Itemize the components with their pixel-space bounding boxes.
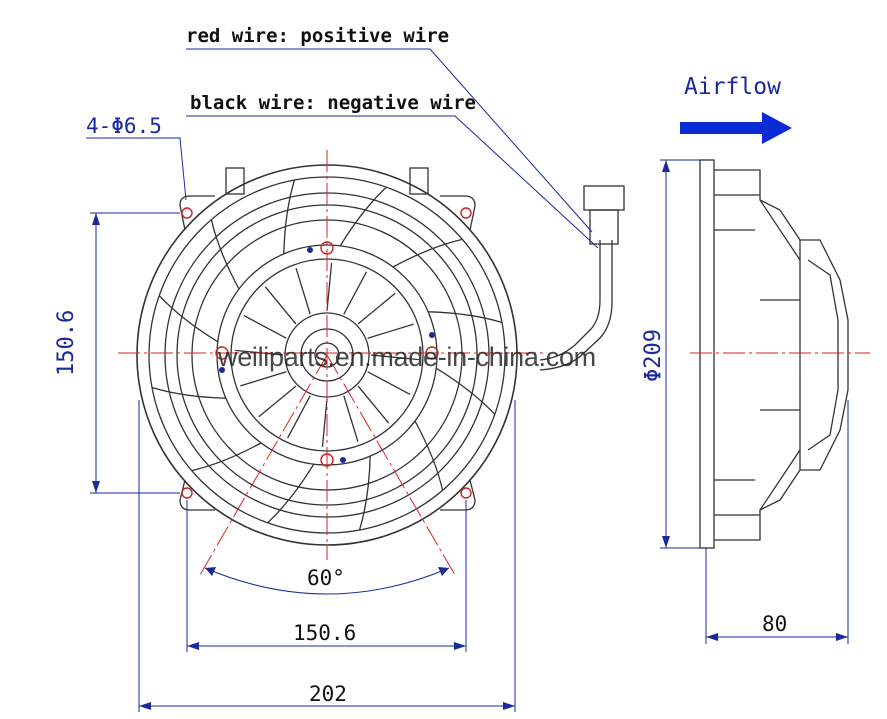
motor-fin xyxy=(321,398,328,447)
motor-fin xyxy=(367,371,411,395)
side-motor xyxy=(800,239,849,471)
angle-label: 60° xyxy=(307,566,345,590)
shroud-spoke xyxy=(210,219,240,290)
motor-screw-2 xyxy=(219,367,225,373)
motor-fin xyxy=(357,385,390,424)
motor-fin xyxy=(357,292,396,325)
motor-fin xyxy=(287,395,311,439)
mount-ear-tl xyxy=(179,195,215,231)
housing-tab-top-left xyxy=(225,167,245,195)
angle-line-right xyxy=(326,354,456,576)
airflow-arrow-icon xyxy=(680,112,792,144)
motor-fin xyxy=(367,323,414,339)
mount-hole-bl xyxy=(181,487,193,499)
motor-fin xyxy=(258,385,297,418)
motor-screw-1 xyxy=(307,247,313,253)
side-housing-frame xyxy=(699,159,715,549)
vertical-dim-label: 150.6 xyxy=(54,309,79,376)
shroud-spoke xyxy=(358,456,371,531)
wire-connector xyxy=(583,185,625,211)
mount-ear-bl xyxy=(179,479,215,511)
shroud-spoke xyxy=(414,420,444,491)
leader-holes xyxy=(86,137,187,201)
dimension-arrows-front xyxy=(92,213,515,710)
mount-hole-tl xyxy=(181,207,193,219)
shroud-spoke xyxy=(392,238,463,268)
watermark: weiliparts.en.made-in-china.com xyxy=(218,342,596,372)
airflow-label: Airflow xyxy=(684,74,781,100)
motor-screw-3 xyxy=(429,332,435,338)
side-shroud xyxy=(714,169,801,541)
overall-dim-label: 202 xyxy=(309,682,347,706)
shroud-spoke xyxy=(435,367,496,415)
motor-fin xyxy=(326,263,333,312)
side-rib-5 xyxy=(759,199,801,261)
shroud-spoke xyxy=(158,295,219,343)
side-view xyxy=(699,159,849,549)
depth-dim-label: 80 xyxy=(762,612,788,636)
shroud-spoke xyxy=(267,463,315,524)
shroud-spoke xyxy=(283,179,296,254)
dimensions-side xyxy=(660,159,849,644)
mount-ear-tr xyxy=(440,195,476,231)
shroud-spoke xyxy=(428,311,503,324)
motor-fin xyxy=(295,268,311,315)
motor-fin xyxy=(343,395,359,442)
shroud-spoke xyxy=(191,442,262,472)
leader-black-wire xyxy=(186,115,599,249)
wire-harness xyxy=(539,185,625,371)
dimension-arrows-side xyxy=(662,160,848,641)
housing-tab-top-right xyxy=(409,167,429,195)
mount-hole-tr xyxy=(460,207,472,219)
red-wire-label: red wire: positive wire xyxy=(186,25,450,47)
motor-fin xyxy=(370,354,419,361)
diameter-dim-label: Φ209 xyxy=(641,329,666,382)
motor-fin xyxy=(240,371,287,387)
shroud-spokes xyxy=(151,179,503,531)
dim-angle-arc xyxy=(204,567,450,595)
motor-fin xyxy=(264,286,297,325)
shroud-spoke xyxy=(151,386,226,399)
wire-connector-body xyxy=(589,209,619,245)
mount-hole-br xyxy=(460,487,472,499)
holes-label: 4-Φ6.5 xyxy=(86,114,162,138)
dimensions-front xyxy=(90,212,516,712)
motor-screws xyxy=(219,247,435,463)
side-rib-6 xyxy=(759,449,801,511)
center-lines-front xyxy=(118,150,545,576)
mount-ear-br xyxy=(440,479,476,511)
bolt-dim-label: 150.6 xyxy=(293,621,357,645)
motor-fin xyxy=(243,315,287,339)
side-motor-cap xyxy=(807,259,839,451)
angle-line-left xyxy=(199,354,328,576)
black-wire-label: black wire: negative wire xyxy=(190,92,476,114)
leader-red-wire xyxy=(186,48,593,233)
leader-lines xyxy=(86,48,599,249)
wire-cable-2 xyxy=(539,240,613,371)
motor-fin xyxy=(343,271,367,315)
shroud-spoke xyxy=(339,186,387,247)
motor-screw-4 xyxy=(340,457,346,463)
wire-cable xyxy=(539,240,601,361)
